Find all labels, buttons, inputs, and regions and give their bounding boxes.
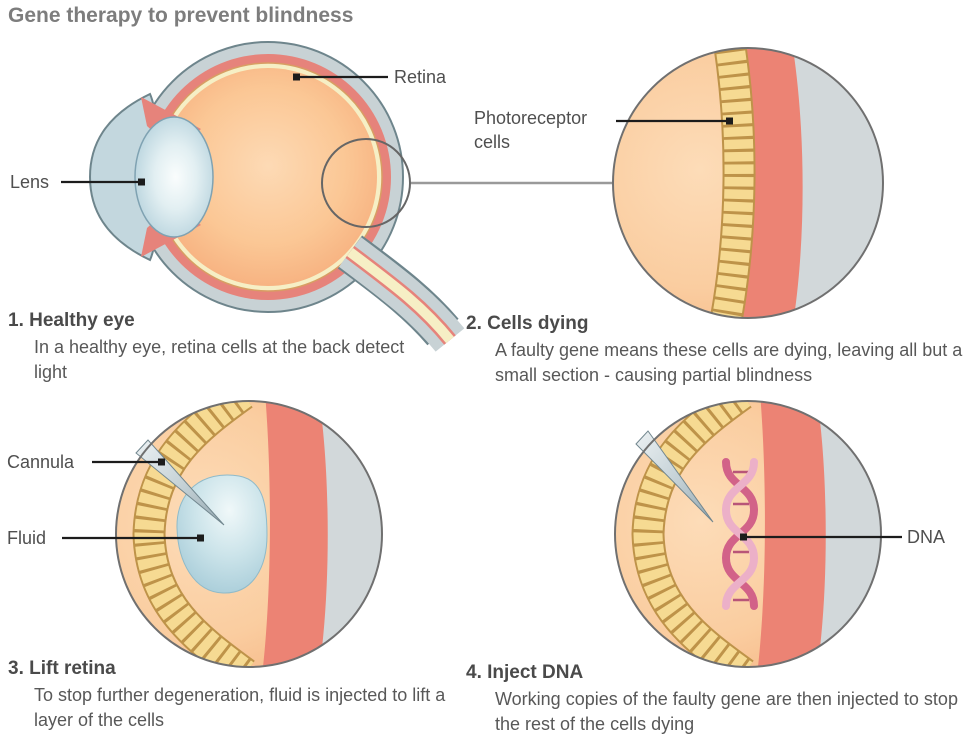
pointer-lines (61, 73, 902, 542)
inject-dna-diagram (614, 400, 882, 668)
label-fluid: Fluid (7, 528, 47, 548)
lifted-cell-layer-2 (631, 401, 754, 667)
step4-heading: 4. Inject DNA (466, 662, 584, 683)
label-cannula: Cannula (7, 452, 75, 472)
label-lens: Lens (10, 172, 50, 192)
magnifier-circle (321, 138, 411, 228)
cells-dying-diagram (612, 47, 884, 319)
cannula-needle-2 (635, 430, 714, 523)
step4-body: Working copies of the faulty gene are th… (495, 689, 958, 734)
healthy-eye-diagram (88, 41, 465, 352)
optic-nerve (337, 235, 465, 352)
lift-retina-diagram (115, 400, 383, 668)
step1-body: In a healthy eye, retina cells at the ba… (34, 337, 405, 382)
step1-heading: 1. Healthy eye (8, 310, 135, 331)
step2-heading: 2. Cells dying (466, 313, 589, 334)
photoreceptor-cell-layer (708, 48, 756, 318)
label-retina: Retina (394, 67, 447, 87)
page-title: Gene therapy to prevent blindness (8, 4, 354, 27)
step3-body: To stop further degeneration, fluid is i… (34, 685, 446, 730)
lens-shape (134, 116, 214, 238)
step3-heading: 3. Lift retina (8, 658, 116, 679)
pointer-dots (138, 73, 747, 542)
label-photoreceptor-cells: Photoreceptor cells (474, 108, 588, 152)
lifted-cell-layer (132, 401, 255, 667)
step2-body: A faulty gene means these cells are dyin… (495, 340, 963, 385)
label-dna: DNA (907, 527, 946, 547)
